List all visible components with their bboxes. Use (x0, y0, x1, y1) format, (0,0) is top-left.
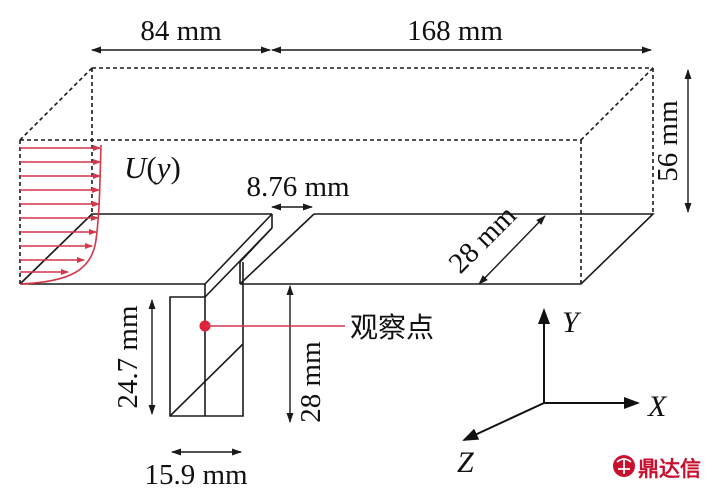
dim-span-label: 28 mm (443, 199, 523, 279)
inlet-diagonal (19, 213, 93, 285)
domain-dashed-outline (19, 67, 654, 284)
dim-span: 28 mm (443, 199, 546, 285)
bottom-plate (19, 213, 655, 285)
dim-cavity-depth-label: 24.7 mm (112, 305, 144, 409)
observation-point-label: 观察点 (350, 311, 434, 344)
dim-cavity-side: 28 mm (286, 285, 327, 423)
dim-height-label: 56 mm (652, 100, 684, 182)
dim-cavity-width: 15.9 mm (144, 448, 248, 491)
coordinate-axes (462, 308, 640, 441)
velocity-profile-label: U(y) (124, 150, 181, 185)
velocity-label-open: ( (146, 150, 156, 185)
dim-height: 56 mm (652, 69, 692, 213)
dim-cavity-width-label: 15.9 mm (144, 459, 248, 491)
velocity-profile-curve (19, 144, 102, 285)
axis-z-label: Z (457, 446, 474, 479)
dim-slot-width: 8.76 mm (246, 171, 350, 211)
logo-text: 鼎达信 (638, 457, 701, 481)
velocity-profile (19, 144, 102, 285)
dim-cavity-depth: 24.7 mm (112, 299, 156, 415)
dim-inlet-length-label: 84 mm (140, 15, 222, 47)
velocity-label-u: U (124, 150, 149, 185)
axis-z-arrow (462, 402, 545, 441)
watermark-logo: 鼎达信 (613, 455, 701, 481)
velocity-label-y: y (154, 150, 171, 185)
dim-downstream-length: 168 mm (271, 15, 652, 54)
dim-cavity-side-label: 28 mm (295, 341, 327, 423)
velocity-profile-arrows (20, 145, 101, 275)
axis-y-label: Y (562, 306, 582, 339)
dim-inlet-length: 84 mm (91, 15, 271, 54)
observation-point: 观察点 (199, 311, 434, 344)
axis-x-label: X (647, 390, 668, 423)
cavity (169, 213, 273, 417)
velocity-label-close: ) (170, 150, 180, 185)
dim-downstream-length-label: 168 mm (407, 15, 503, 47)
dim-slot-width-label: 8.76 mm (246, 171, 350, 203)
